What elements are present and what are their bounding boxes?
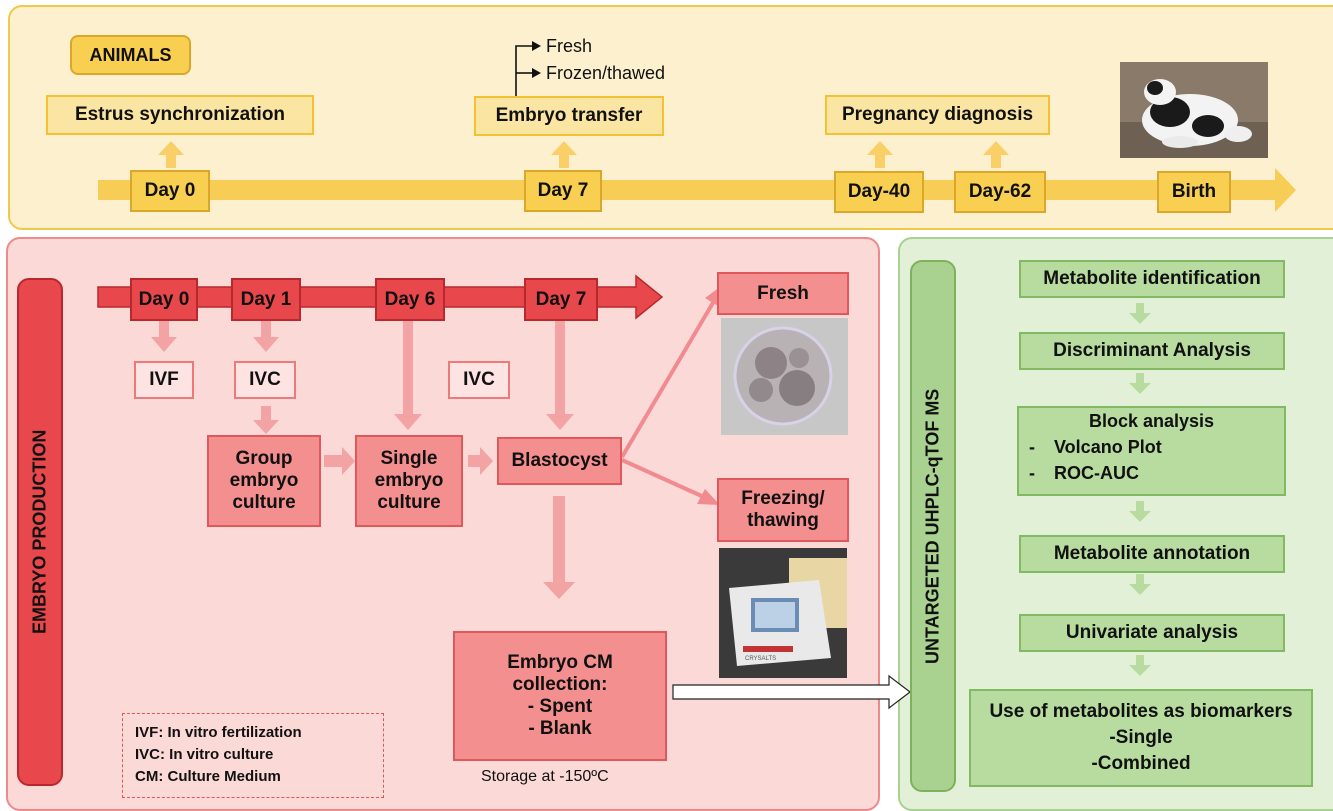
arrow-head	[532, 41, 541, 51]
transfer-option-fresh: Fresh	[546, 36, 593, 56]
down-arrow	[151, 321, 177, 352]
up-arrow	[551, 141, 577, 168]
animals-title: ANIMALS	[70, 35, 191, 75]
right-arrow	[324, 447, 355, 475]
animals-day-7: Day 7	[524, 170, 602, 212]
step-discriminant-analysis: Discriminant Analysis	[1019, 332, 1285, 370]
arrow-head	[697, 489, 720, 505]
cm-heading-line-1: Embryo CM	[507, 652, 613, 674]
pregnancy-diagnosis-box: Pregnancy diagnosis	[825, 95, 1050, 135]
step-univariate-analysis: Univariate analysis	[1019, 614, 1285, 652]
up-arrow	[867, 141, 893, 168]
storage-note: Storage at -150ºC	[481, 768, 609, 785]
biomarker-combined: -Combined	[1091, 753, 1191, 774]
animals-day-62: Day-62	[954, 171, 1046, 213]
blastocyst-box: Blastocyst	[497, 437, 622, 485]
up-arrow	[158, 141, 184, 168]
biomarker-single: -Single	[1109, 727, 1173, 748]
device-brand-label: CRYSALTS	[745, 656, 776, 662]
down-arrow	[1129, 655, 1151, 676]
legend-cm: CM: Culture Medium	[135, 768, 281, 785]
step-biomarker-use: Use of metabolites as biomarkers -Single…	[969, 689, 1313, 787]
to-freezing-arrow	[621, 458, 707, 500]
group-embryo-culture-box: Group embryo culture	[207, 435, 321, 527]
cm-item-spent: - Spent	[527, 696, 593, 717]
right-arrow	[468, 447, 493, 475]
fresh-box: Fresh	[717, 272, 849, 315]
arrow-head	[532, 68, 541, 78]
legend-ivc: IVC: In vitro culture	[135, 746, 274, 763]
ep-day-7: Day 7	[524, 278, 598, 321]
embryo-production-label: EMBRYO PRODUCTION	[17, 278, 63, 786]
single-embryo-culture-box: Single embryo culture	[355, 435, 463, 527]
down-arrow	[543, 496, 575, 599]
step-metabolite-identification: Metabolite identification	[1019, 260, 1285, 298]
down-arrow	[546, 321, 574, 430]
embryo-transfer-box: Embryo transfer	[474, 96, 664, 136]
ep-day-6: Day 6	[375, 278, 445, 321]
embryo-cm-collection-box: Embryo CM collection: - Spent - Blank	[453, 631, 667, 761]
ivc-box-2: IVC	[448, 361, 510, 399]
ivf-box: IVF	[134, 361, 194, 399]
down-arrow	[1129, 373, 1151, 394]
ivc-box-1: IVC	[234, 361, 296, 399]
cm-item-blank: - Blank	[528, 717, 592, 739]
down-arrow	[1129, 303, 1151, 324]
transfer-option-frozen: Frozen/thawed	[546, 63, 666, 83]
options-bracket	[515, 45, 532, 97]
blastocyst-photo	[721, 318, 848, 435]
down-arrow	[1129, 574, 1151, 595]
down-arrow	[394, 321, 422, 430]
up-arrow	[983, 141, 1009, 168]
biomarker-title: Use of metabolites as biomarkers	[989, 701, 1293, 722]
freezer-device-photo: CRYSALTS	[719, 548, 847, 678]
step-block-analysis: Block analysis - Volcano Plot - ROC-AUC	[1017, 406, 1286, 496]
ep-day-0: Day 0	[130, 278, 198, 321]
freezing-thawing-box: Freezing/ thawing	[717, 478, 849, 542]
animals-timeline-arrow	[98, 168, 1296, 212]
cm-heading-line-2: collection:	[512, 674, 608, 696]
block-analysis-title: Block analysis	[1088, 411, 1215, 431]
down-arrow	[253, 406, 279, 434]
calf-photo	[1120, 62, 1268, 158]
estrus-synchronization-box: Estrus synchronization	[46, 95, 314, 135]
dash-bullet: -	[1029, 437, 1035, 457]
to-analysis-arrow	[672, 674, 911, 710]
analysis-label: UNTARGETED UHPLC-qTOF MS	[910, 260, 956, 792]
animals-day-40: Day-40	[834, 171, 924, 213]
to-fresh-arrow	[620, 299, 716, 459]
ep-day-1: Day 1	[231, 278, 301, 321]
legend-ivf: IVF: In vitro fertilization	[135, 724, 302, 741]
step-metabolite-annotation: Metabolite annotation	[1019, 535, 1285, 573]
animals-day-0: Day 0	[130, 170, 210, 212]
down-arrow	[1129, 501, 1151, 522]
block-item-volcano: Volcano Plot	[1054, 437, 1162, 457]
dash-bullet: -	[1029, 463, 1035, 483]
animals-birth: Birth	[1157, 171, 1231, 213]
down-arrow	[253, 321, 279, 352]
abbreviation-legend: IVF: In vitro fertilization IVC: In vitr…	[122, 713, 384, 798]
block-item-roc: ROC-AUC	[1054, 463, 1140, 483]
